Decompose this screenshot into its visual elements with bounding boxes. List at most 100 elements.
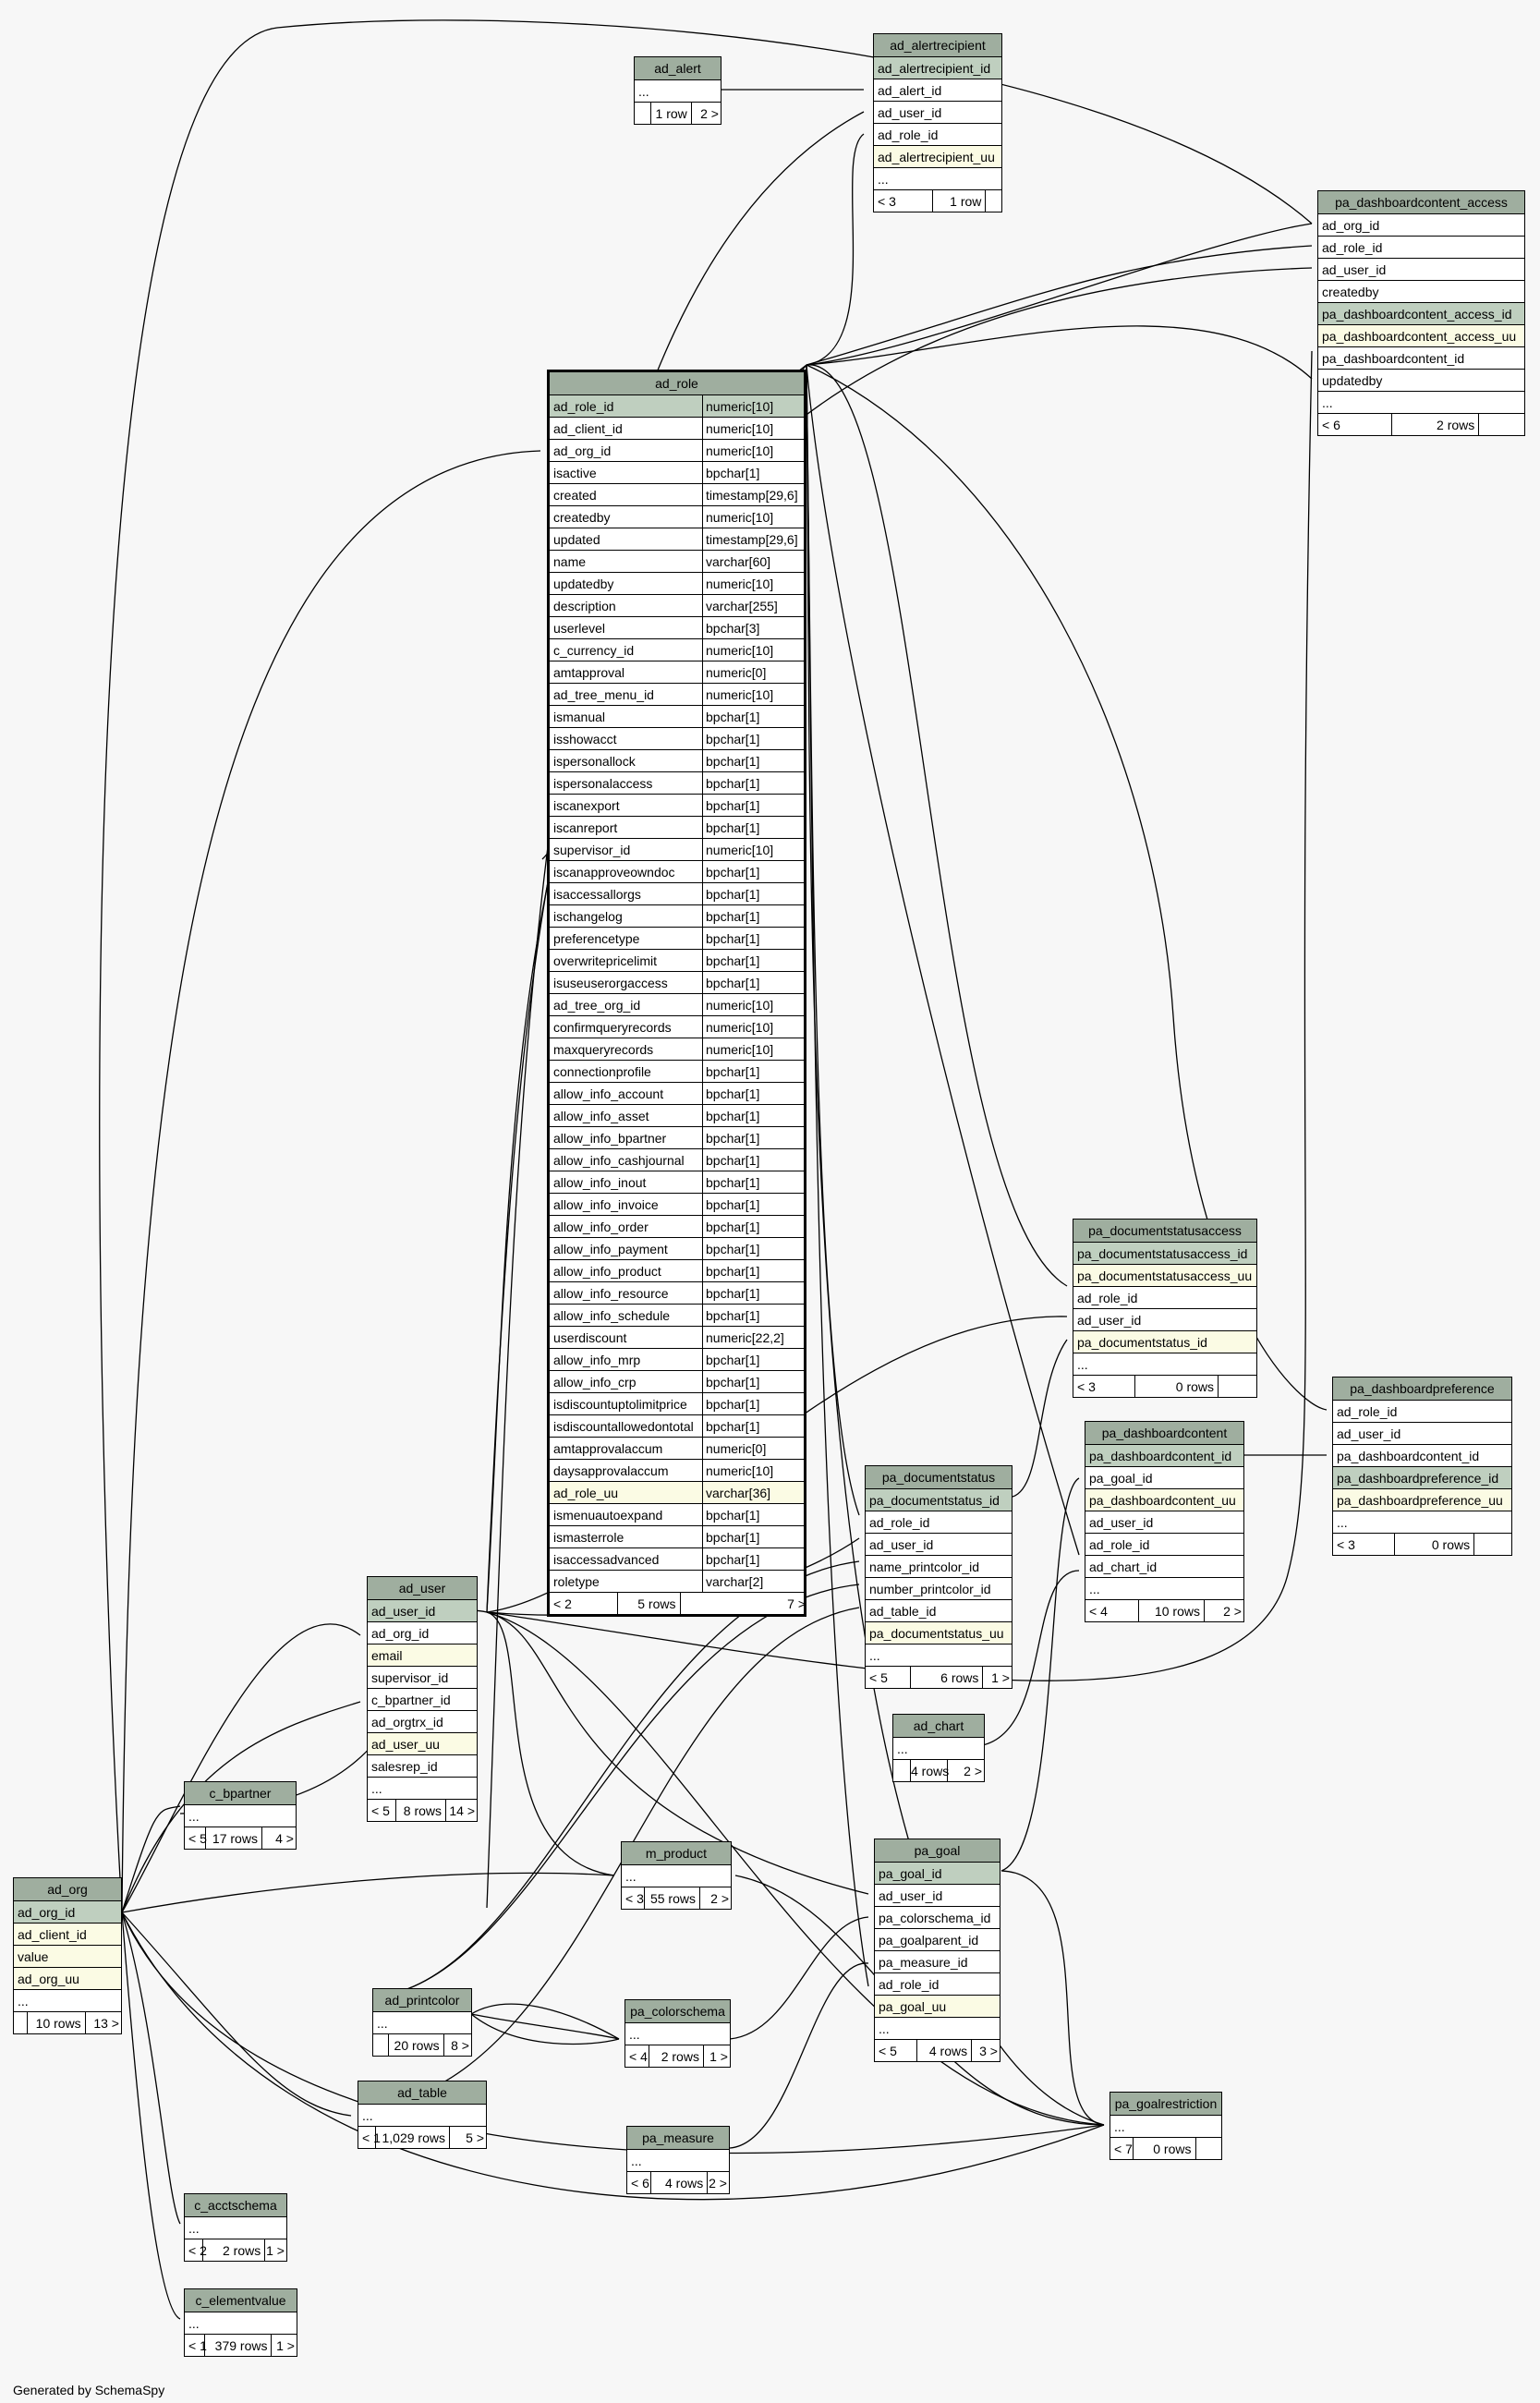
parent-count[interactable]: < 7: [1114, 2142, 1133, 2156]
column-ellipsis[interactable]: ...: [893, 1737, 984, 1759]
column-ellipsis[interactable]: ...: [1085, 1577, 1243, 1599]
column-ellipsis[interactable]: ...: [1110, 2115, 1221, 2137]
table-header[interactable]: pa_goal: [875, 1839, 1000, 1862]
column-salesrep-id[interactable]: salesrep_id: [368, 1754, 477, 1777]
column-pa-measure-id[interactable]: pa_measure_id: [875, 1950, 1000, 1972]
column-ad-user-id[interactable]: ad_user_id: [875, 1884, 1000, 1906]
column-ad-user-id[interactable]: ad_user_id: [1073, 1308, 1256, 1330]
table-header[interactable]: ad_role: [550, 372, 804, 394]
column-pa-goal-uu[interactable]: pa_goal_uu: [875, 1995, 1000, 2017]
parent-count[interactable]: [373, 2034, 388, 2056]
column-ellipsis[interactable]: ...: [373, 2011, 471, 2033]
column-pa-documentstatus-id[interactable]: pa_documentstatus_id: [1073, 1330, 1256, 1353]
column-ad-user-id[interactable]: ad_user_id: [866, 1533, 1012, 1555]
column-ad-org-id[interactable]: ad_org_id: [1318, 213, 1524, 236]
parent-count[interactable]: < 1: [188, 2338, 207, 2353]
column-ad-orgtrx-id[interactable]: ad_orgtrx_id: [368, 1710, 477, 1732]
column-name-printcolor-id[interactable]: name_printcolor_id: [866, 1555, 1012, 1577]
column-ad-role-id[interactable]: ad_role_id: [875, 1972, 1000, 1995]
child-count[interactable]: 2 >: [699, 1887, 731, 1909]
table-header[interactable]: c_elementvalue: [185, 2289, 297, 2312]
parent-count[interactable]: < 3: [1337, 1537, 1355, 1552]
column-ellipsis[interactable]: ...: [635, 79, 721, 102]
table-header[interactable]: c_acctschema: [185, 2194, 286, 2216]
column-ellipsis[interactable]: ...: [874, 167, 1001, 189]
table-header[interactable]: ad_alert: [635, 57, 721, 79]
parent-count[interactable]: < 6: [631, 2176, 649, 2191]
table-header[interactable]: pa_documentstatusaccess: [1073, 1220, 1256, 1242]
table-header[interactable]: pa_dashboardcontent_access: [1318, 191, 1524, 213]
child-count[interactable]: 2 >: [947, 1760, 984, 1781]
child-count[interactable]: 4 >: [261, 1827, 296, 1849]
child-count[interactable]: [985, 190, 1001, 212]
parent-count[interactable]: < 2: [188, 2243, 207, 2258]
table-header[interactable]: pa_goalrestriction: [1110, 2093, 1221, 2115]
child-count[interactable]: 2 >: [1204, 1600, 1243, 1621]
child-count[interactable]: 2 >: [690, 103, 721, 124]
column-ellipsis[interactable]: ...: [185, 2312, 297, 2334]
column-ellipsis[interactable]: ...: [627, 2149, 729, 2171]
parent-count[interactable]: < 3: [1077, 1379, 1096, 1394]
column-ad-org-id[interactable]: ad_org_id: [14, 1900, 121, 1923]
table-header[interactable]: c_bpartner: [185, 1782, 296, 1804]
table-header[interactable]: pa_documentstatus: [866, 1466, 1012, 1488]
parent-count[interactable]: < 4: [629, 2049, 648, 2064]
column-ellipsis[interactable]: ...: [875, 2017, 1000, 2039]
child-count[interactable]: 8 >: [443, 2034, 471, 2056]
column-ellipsis[interactable]: ...: [866, 1644, 1012, 1666]
column-ellipsis[interactable]: ...: [622, 1864, 731, 1887]
child-count[interactable]: 13 >: [84, 2012, 121, 2033]
column-pa-documentstatus-id[interactable]: pa_documentstatus_id: [866, 1488, 1012, 1511]
table-header[interactable]: ad_user: [368, 1577, 477, 1599]
column-updatedby[interactable]: updatedby: [1318, 369, 1524, 391]
column-pa-dashboardpreference-id[interactable]: pa_dashboardpreference_id: [1333, 1466, 1511, 1488]
column-ad-role-id[interactable]: ad_role_id: [1073, 1286, 1256, 1308]
column-ellipsis[interactable]: ...: [1333, 1511, 1511, 1533]
parent-count[interactable]: < 5: [371, 1803, 390, 1818]
parent-count[interactable]: < 1: [362, 2130, 381, 2145]
column-pa-dashboardcontent-id[interactable]: pa_dashboardcontent_id: [1333, 1444, 1511, 1466]
table-header[interactable]: pa_dashboardpreference: [1333, 1377, 1511, 1400]
column-value[interactable]: value: [14, 1945, 121, 1967]
column-pa-colorschema-id[interactable]: pa_colorschema_id: [875, 1906, 1000, 1928]
column-ad-org-uu[interactable]: ad_org_uu: [14, 1967, 121, 1989]
column-pa-documentstatusaccess-uu[interactable]: pa_documentstatusaccess_uu: [1073, 1264, 1256, 1286]
column-ad-table-id[interactable]: ad_table_id: [866, 1599, 1012, 1621]
column-pa-dashboardcontent-uu[interactable]: pa_dashboardcontent_uu: [1085, 1488, 1243, 1511]
child-count[interactable]: 1 >: [264, 2239, 286, 2261]
parent-count[interactable]: < 2: [553, 1596, 572, 1611]
child-count[interactable]: 1 >: [982, 1667, 1012, 1688]
column-ellipsis[interactable]: ...: [1318, 391, 1524, 413]
